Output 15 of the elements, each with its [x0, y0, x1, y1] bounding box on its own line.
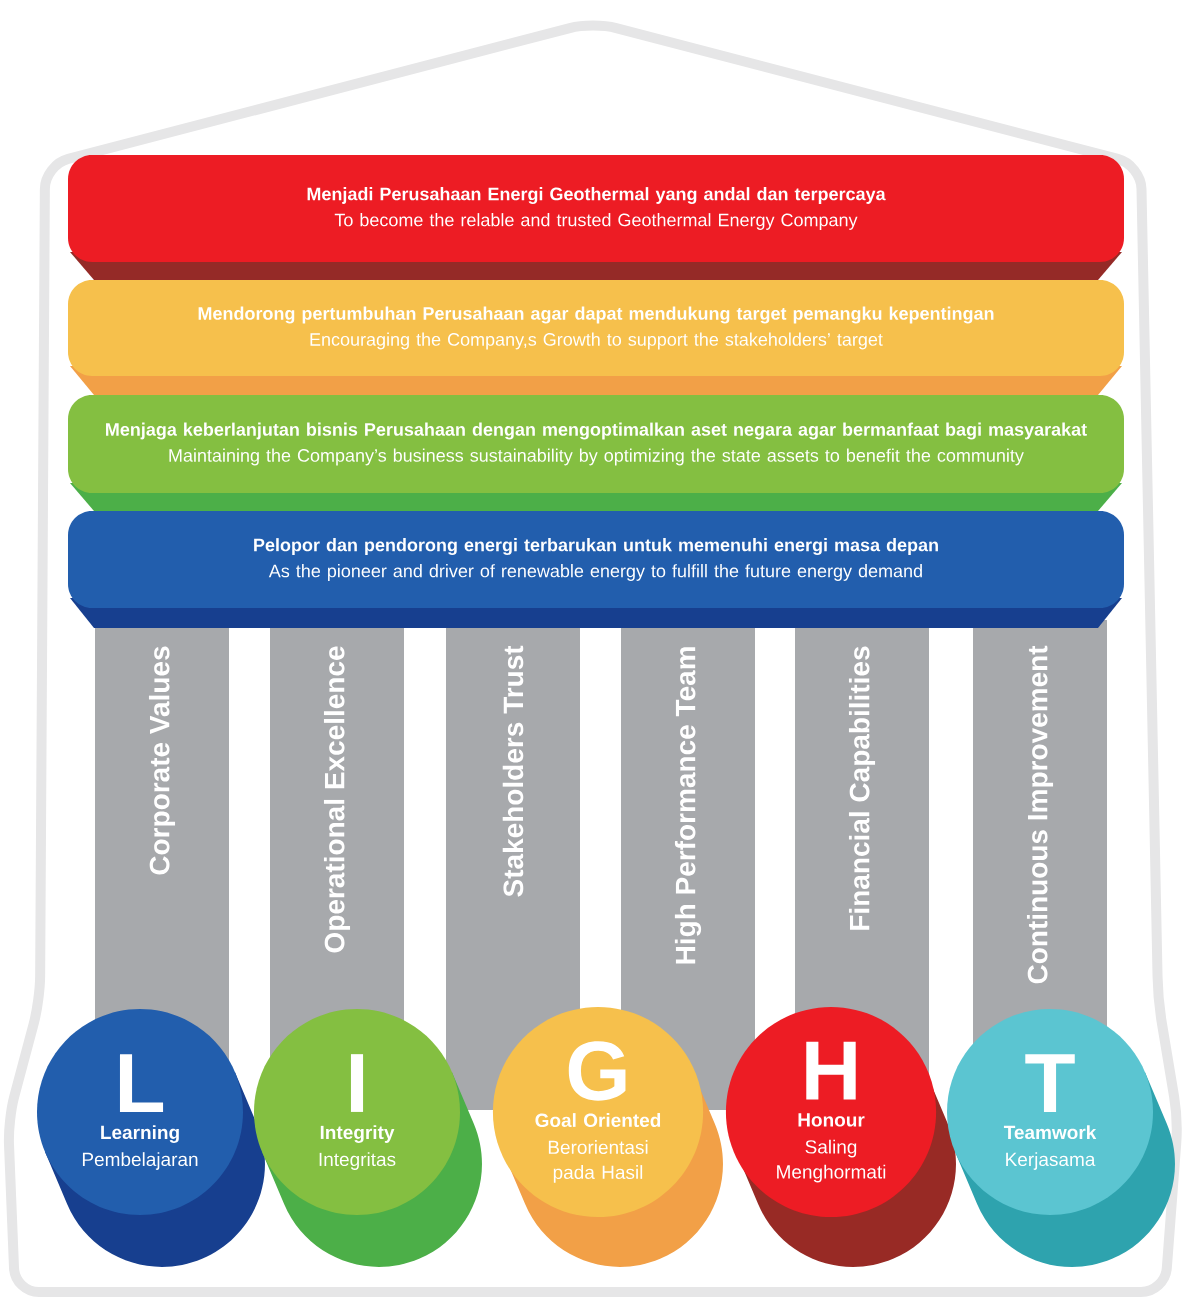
mission-band: Menjaga keberlanjutan bisnis Perusahaan dengan mengoptimalkan aset negara agar bermanfaat bagi masyarakat Maintaining the Company’s business sustainability by optimizing the state assets to benefit the community	[68, 395, 1124, 493]
pillar-label: Stakeholders Trust	[502, 645, 524, 897]
value-cylinder: H Honour Saling Menghormati	[725, 1006, 956, 1267]
value-cylinder: I Integrity Integritas	[254, 1009, 482, 1267]
pillar-label: Continuous Improvement	[1026, 645, 1054, 984]
value-cylinder: G Goal Oriented Berorientasi pada Hasil	[492, 1006, 723, 1267]
pillar-label: Corporate Values	[148, 646, 176, 875]
mission-band: Mendorong pertumbuhan Perusahaan agar dapat mendukung target pemangku kepentingan Encouraging the Company,s Growth to support the stakeholders’ target	[68, 280, 1124, 376]
pillar-label: Operational Excellence	[323, 646, 351, 953]
value-cylinder: T Teamwork Kerjasama	[947, 1009, 1175, 1267]
value-cylinder: L Learning Pembelajaran	[37, 1009, 265, 1267]
pillar-label: High Performance Team	[674, 647, 702, 964]
mission-band: Pelopor dan pendorong energi terbarukan untuk memenuhi energi masa depan As the pioneer and driver of renewable energy to fulfill the future energy demand	[68, 511, 1124, 608]
pillar-label: Financial Capabilities	[848, 646, 876, 930]
mission-band: Menjadi Perusahaan Energi Geothermal yang andal dan terpercaya To become the relable and trusted Geothermal Energy Company	[68, 155, 1124, 262]
